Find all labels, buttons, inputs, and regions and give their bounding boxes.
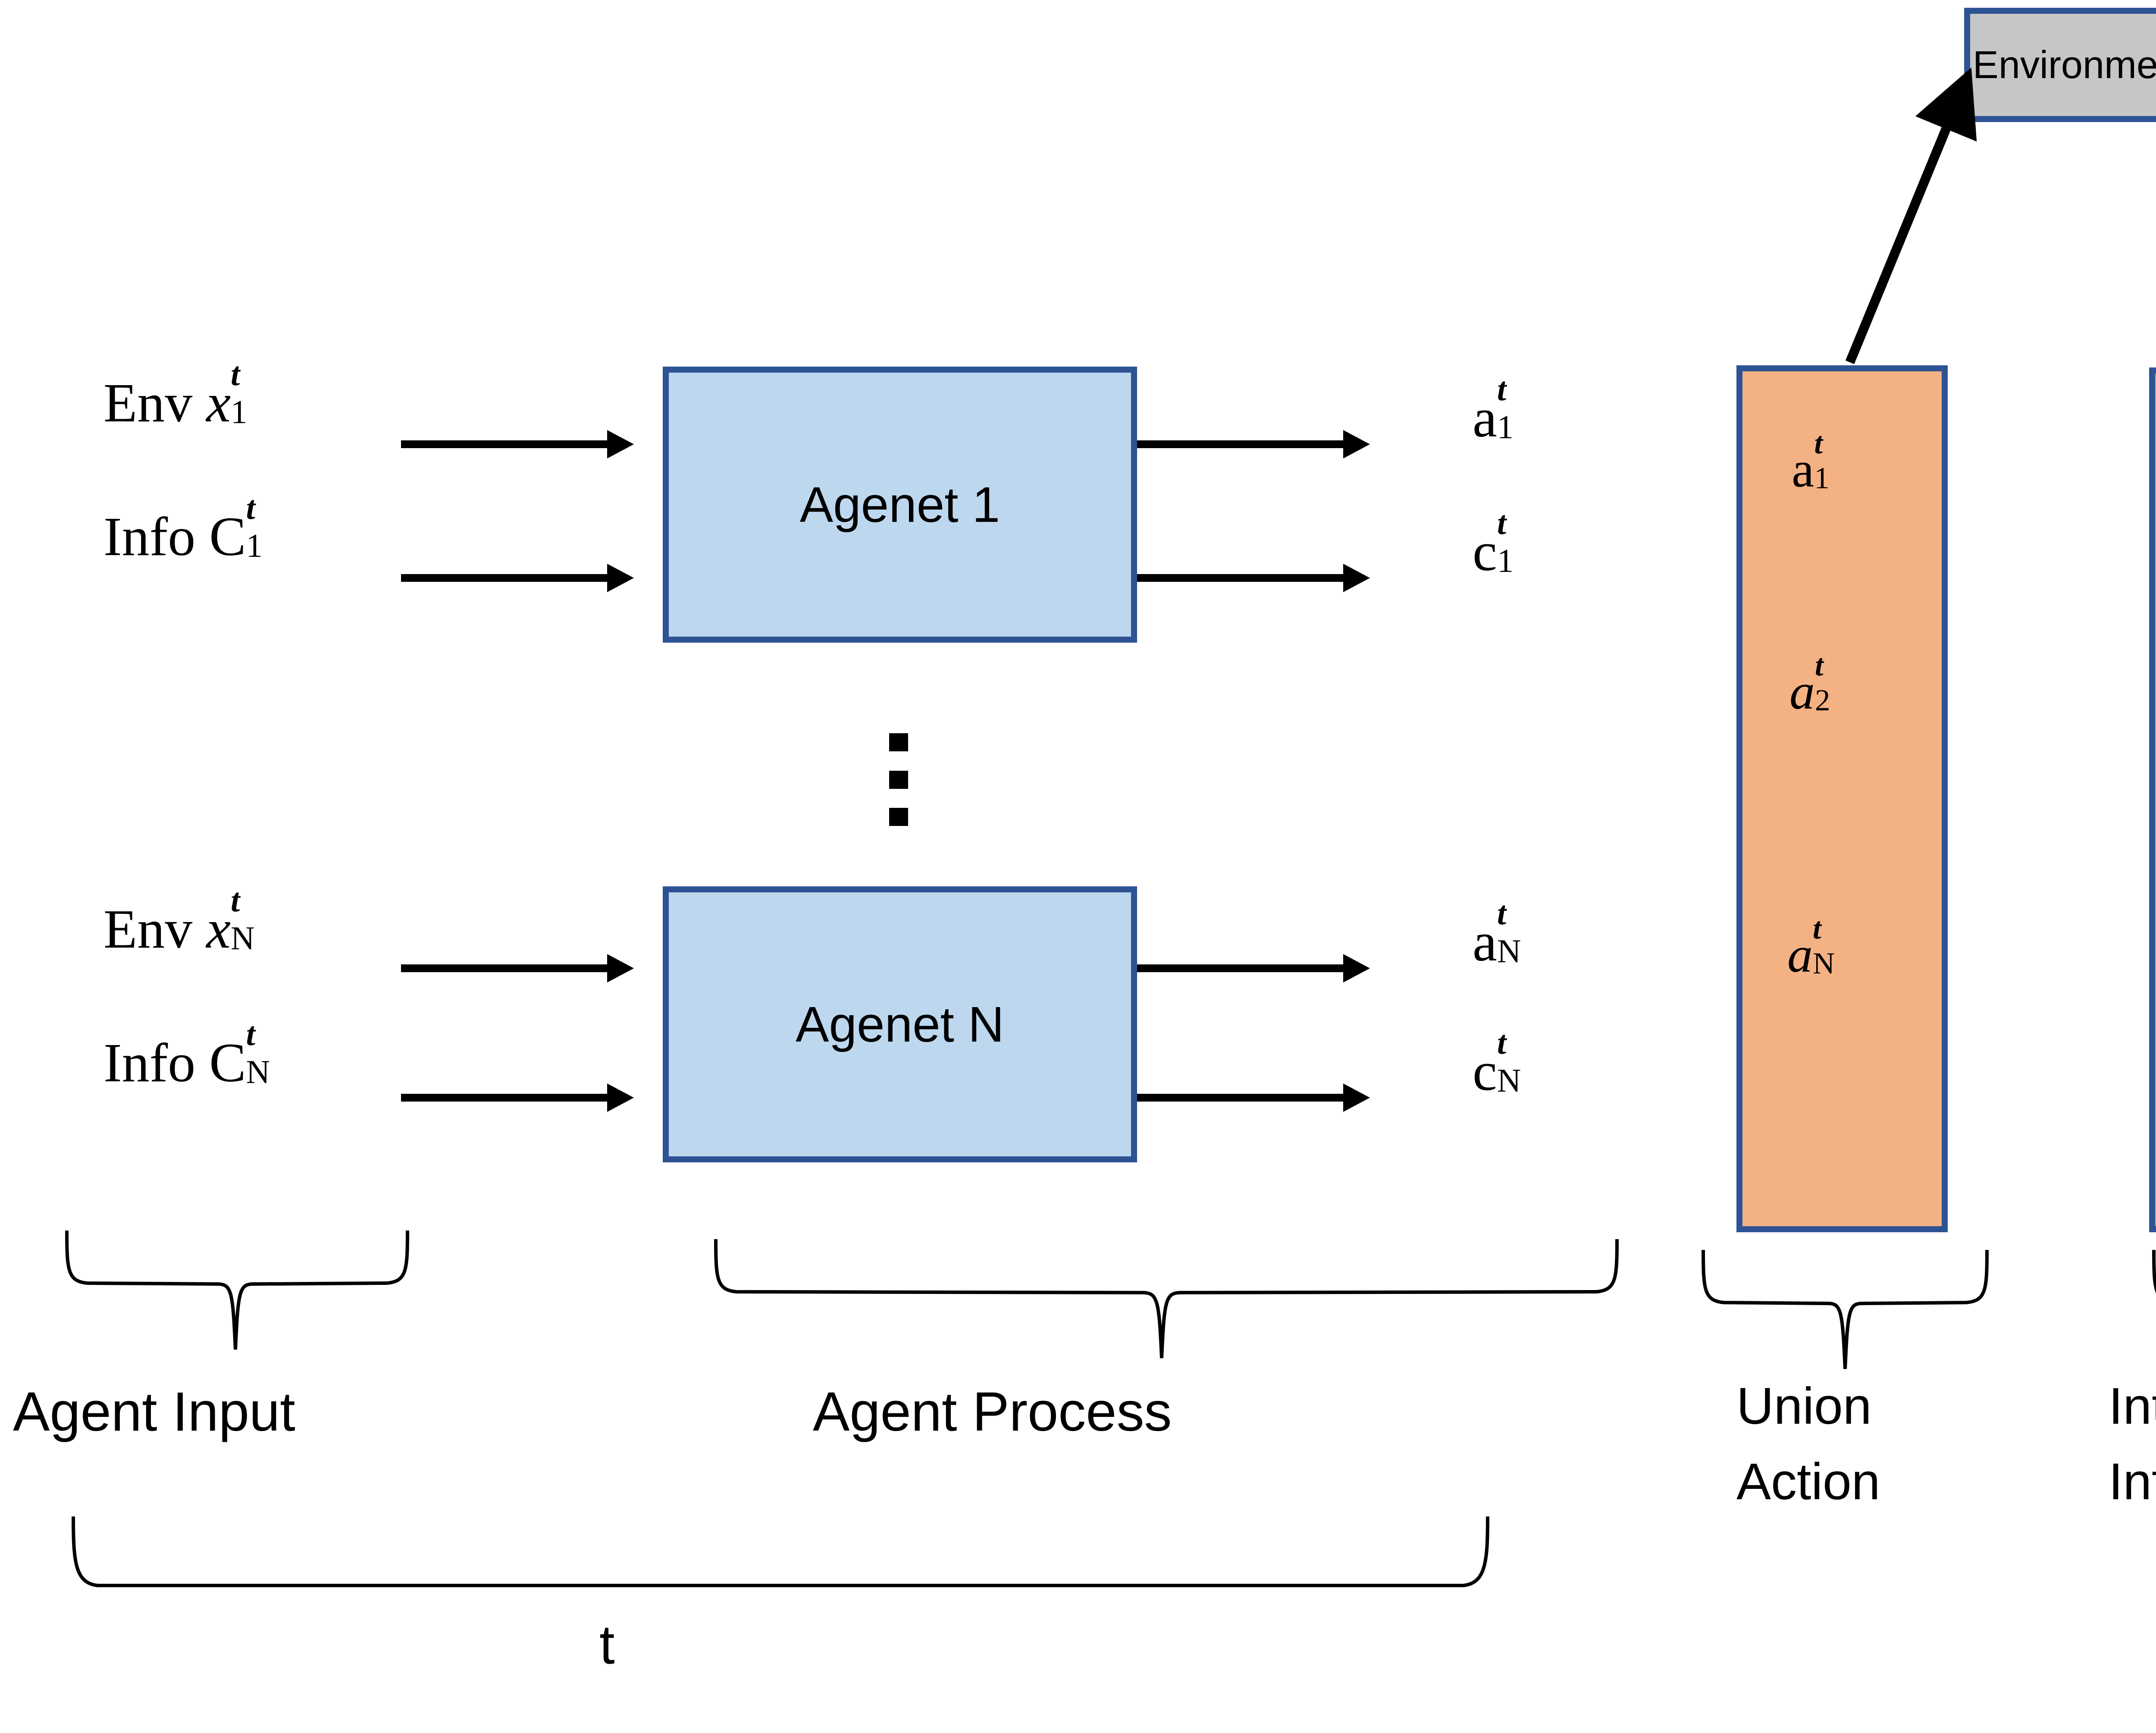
integration-label-line2: Information bbox=[2109, 1453, 2156, 1510]
agent-box-n-label: Agenet N bbox=[796, 996, 1004, 1052]
agent-box-1-label: Agenet 1 bbox=[799, 477, 1000, 533]
agent-box-n[interactable]: Agenet N bbox=[663, 886, 1137, 1162]
agent-input-info-n: Info C t N bbox=[103, 1017, 270, 1093]
agent-output-action-1-base: a bbox=[1473, 387, 1497, 449]
union-action-item-1-subscript: 1 bbox=[1814, 461, 1830, 495]
agent-input-info-n-prefix: Info bbox=[103, 1032, 196, 1093]
union-action-item-2-base: a bbox=[1789, 663, 1815, 720]
agent-output-comm-n: c t N bbox=[1473, 1026, 1521, 1102]
agent-output-comm-n-base: c bbox=[1473, 1041, 1497, 1102]
union-action-item-2-superscript: t bbox=[1815, 649, 1824, 683]
brace-integration-information bbox=[2152, 1250, 2156, 1293]
integration-label-line1: Integration bbox=[2109, 1377, 2156, 1435]
agent-input-info-1: Info C t 1 bbox=[103, 491, 263, 567]
union-action-item-1-superscript: t bbox=[1814, 427, 1823, 461]
agent-input-env-n-prefix: Env bbox=[103, 898, 193, 960]
brace-union-action bbox=[1702, 1250, 1989, 1369]
timestep-t-label: t bbox=[599, 1614, 615, 1676]
agent-input-env-1-subscript: 1 bbox=[231, 393, 248, 430]
arrow-union-action-to-environment bbox=[1845, 67, 1977, 364]
agents-vertical-ellipsis-icon bbox=[889, 733, 908, 826]
agent-output-action-1-subscript: 1 bbox=[1497, 408, 1514, 446]
union-action-label-line2: Action bbox=[1736, 1453, 1880, 1510]
agent-output-action-1-superscript: t bbox=[1497, 371, 1507, 408]
agent-input-info-n-base: C bbox=[209, 1032, 246, 1093]
agent-output-action-n-superscript: t bbox=[1497, 895, 1507, 932]
agent-process-label: Agent Process bbox=[813, 1381, 1172, 1443]
integration-information-column[interactable] bbox=[2149, 367, 2156, 1232]
agent-output-action-n: a t N bbox=[1473, 897, 1521, 973]
agent-input-env-1-prefix: Env bbox=[103, 372, 193, 433]
union-action-label-line1: Union bbox=[1736, 1377, 1872, 1435]
agent-output-action-1: a t 1 bbox=[1473, 373, 1514, 449]
agent-input-env-n-subscript: N bbox=[231, 920, 255, 957]
agent-input-env-n-superscript: t bbox=[231, 882, 240, 919]
environment-box-label: Environment bbox=[1972, 43, 2156, 87]
brace-agent-process bbox=[714, 1239, 1619, 1359]
union-action-item-n-subscript: N bbox=[1813, 946, 1835, 980]
agent-input-env-1: Env x t 1 bbox=[103, 358, 247, 433]
union-action-column[interactable] bbox=[1736, 365, 1948, 1232]
agent-input-info-1-base: C bbox=[209, 506, 246, 567]
agent-input-info-n-subscript: N bbox=[246, 1053, 270, 1090]
environment-box[interactable]: Environment bbox=[1964, 8, 2156, 122]
agent-input-env-n-base: x bbox=[206, 898, 231, 960]
agent-output-action-n-base: a bbox=[1473, 911, 1497, 973]
agent-output-comm-n-superscript: t bbox=[1497, 1024, 1507, 1061]
brace-agent-input bbox=[65, 1230, 409, 1350]
agent-output-comm-n-subscript: N bbox=[1497, 1062, 1521, 1099]
agent-output-comm-1-base: c bbox=[1473, 521, 1497, 582]
agent-input-info-1-superscript: t bbox=[246, 490, 255, 527]
agent-output-action-n-subscript: N bbox=[1497, 932, 1521, 970]
union-action-item-2-subscript: 2 bbox=[1815, 683, 1830, 717]
brace-timestep-t bbox=[72, 1516, 1489, 1587]
union-action-item-2: a t 2 bbox=[1789, 650, 1830, 720]
agent-input-info-n-superscript: t bbox=[246, 1016, 255, 1053]
union-action-item-n-base: a bbox=[1787, 926, 1813, 983]
agent-input-label: Agent Input bbox=[13, 1381, 295, 1443]
agent-input-info-1-prefix: Info bbox=[103, 506, 196, 567]
union-action-item-n-superscript: t bbox=[1813, 912, 1821, 946]
union-action-item-n: a t N bbox=[1787, 914, 1835, 983]
union-action-item-1: a t 1 bbox=[1792, 428, 1830, 498]
agent-output-comm-1: c t 1 bbox=[1473, 506, 1514, 582]
agent-input-info-1-subscript: 1 bbox=[246, 527, 263, 564]
agent-output-comm-1-subscript: 1 bbox=[1497, 542, 1514, 579]
agent-input-env-n: Env x t N bbox=[103, 884, 254, 960]
agent-output-comm-1-superscript: t bbox=[1497, 505, 1507, 542]
agent-box-1[interactable]: Agenet 1 bbox=[663, 367, 1137, 643]
agent-input-env-1-superscript: t bbox=[231, 356, 240, 393]
agent-input-env-1-base: x bbox=[206, 372, 231, 433]
union-action-item-1-base: a bbox=[1792, 441, 1814, 498]
